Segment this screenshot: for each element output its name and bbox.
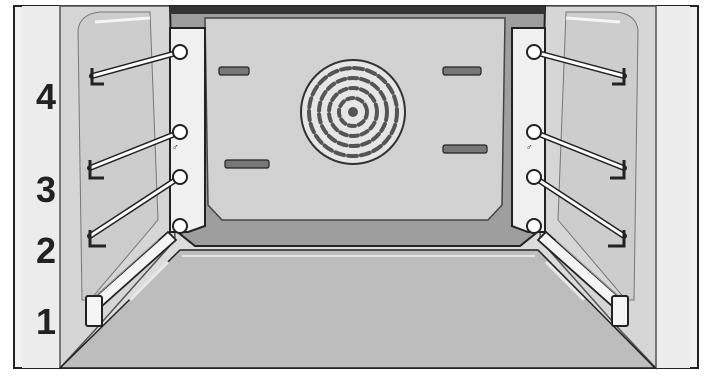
- hook-right-upper: [443, 67, 481, 75]
- shelf-level-2-label: 2: [36, 233, 56, 269]
- hook-right-lower: [443, 145, 487, 153]
- convection-fan-icon: [301, 60, 405, 164]
- shelf-level-4-label: 4: [36, 79, 56, 115]
- hook-left-lower: [225, 160, 269, 168]
- svg-text:♂: ♂: [172, 142, 179, 152]
- svg-text:♂: ♂: [526, 142, 533, 152]
- shelf-level-1-label: 1: [36, 304, 56, 340]
- hook-left-upper: [219, 67, 249, 75]
- shelf-level-3-label: 3: [36, 172, 56, 208]
